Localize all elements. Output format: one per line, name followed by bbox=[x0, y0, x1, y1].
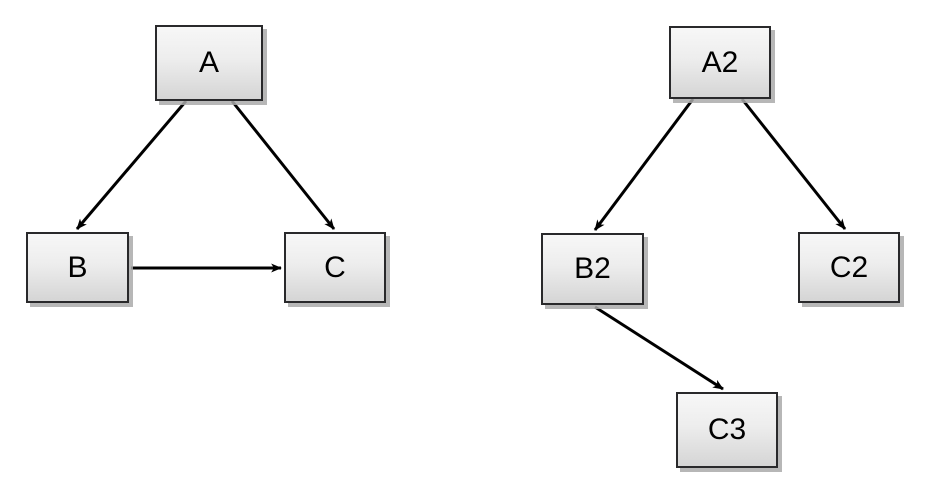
node-a2[interactable]: A2 bbox=[669, 26, 771, 99]
node-label-a: A bbox=[198, 46, 219, 79]
edge-a2-c2[interactable] bbox=[740, 98, 847, 230]
edge-a-b[interactable] bbox=[75, 100, 188, 230]
node-label-c: C bbox=[324, 250, 346, 284]
node-c2[interactable]: C2 bbox=[798, 232, 900, 303]
edge-b2-c3[interactable] bbox=[594, 305, 724, 391]
node-a[interactable]: A bbox=[155, 25, 263, 101]
node-b[interactable]: B bbox=[26, 232, 129, 303]
edge-a-c[interactable] bbox=[230, 100, 336, 230]
node-label-a2: A2 bbox=[701, 45, 739, 79]
node-label-b2: B2 bbox=[574, 252, 611, 285]
node-label-c2: C2 bbox=[829, 250, 869, 284]
node-c[interactable]: C bbox=[284, 232, 386, 303]
node-c3[interactable]: C3 bbox=[676, 392, 778, 468]
node-b2[interactable]: B2 bbox=[541, 233, 644, 305]
edge-a2-b2[interactable] bbox=[593, 98, 695, 231]
node-label-b: B bbox=[67, 250, 88, 284]
node-label-c3: C3 bbox=[707, 413, 747, 446]
